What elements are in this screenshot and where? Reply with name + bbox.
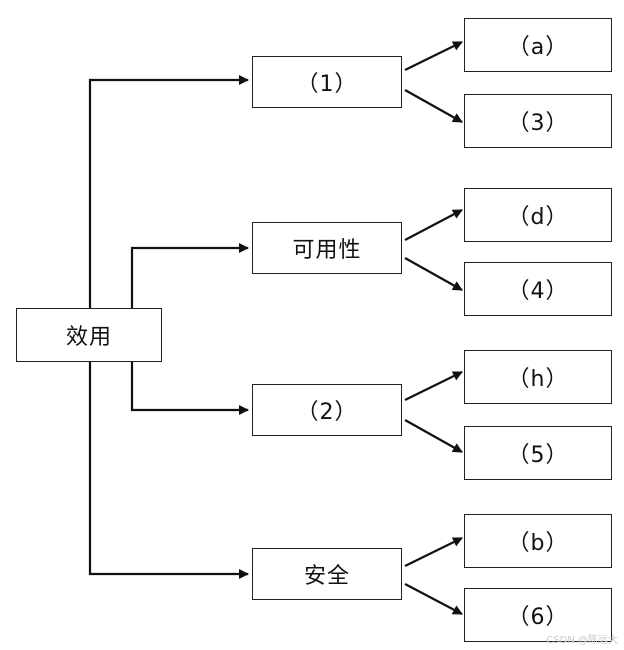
leaf-node-b: （b） (464, 514, 612, 568)
branch-node-2: 可用性 (252, 222, 402, 274)
arrow-branch-2-to-leaf-4 (404, 257, 463, 291)
branch-label: 可用性 (292, 238, 362, 263)
arrow-branch-4-to-leaf-b (404, 537, 463, 567)
watermark: CSDN @陈远大 (546, 635, 618, 646)
arrow-branch-3-to-leaf-h (404, 371, 463, 401)
arrow-branch-1-to-leaf-a (404, 41, 463, 71)
leaf-label: （6） (507, 605, 569, 630)
arrow-root-to-branch-2 (130, 243, 249, 308)
branch-label: （1） (296, 72, 358, 97)
leaf-node-5: （5） (464, 426, 612, 480)
branch-node-4: 安全 (252, 548, 402, 600)
leaf-node-h: （h） (464, 350, 612, 404)
leaf-label: （5） (507, 443, 569, 468)
leaf-node-3: （3） (464, 94, 612, 148)
leaf-label: （h） (507, 367, 569, 392)
arrow-root-to-branch-4 (88, 362, 249, 579)
leaf-node-6: （6） (464, 588, 612, 642)
leaf-label: （a） (507, 35, 569, 60)
leaf-label: （b） (507, 531, 569, 556)
leaf-label: （3） (507, 111, 569, 136)
leaf-node-4: （4） (464, 262, 612, 316)
root-label: 效用 (65, 325, 112, 350)
branch-node-3: （2） (252, 384, 402, 436)
root-node: 效用 (16, 308, 162, 362)
arrow-branch-1-to-leaf-3 (404, 89, 463, 123)
arrow-branch-2-to-leaf-d (404, 209, 463, 241)
arrow-branch-3-to-leaf-5 (404, 419, 463, 453)
arrow-root-to-branch-1 (88, 75, 249, 308)
leaf-label: （4） (507, 279, 569, 304)
leaf-node-a: （a） (464, 18, 612, 72)
branch-label: （2） (296, 400, 358, 425)
leaf-node-d: （d） (464, 188, 612, 242)
arrow-root-to-branch-3 (130, 362, 249, 415)
arrow-branch-4-to-leaf-6 (404, 583, 463, 615)
branch-node-1: （1） (252, 56, 402, 108)
branch-label: 安全 (303, 564, 350, 589)
leaf-label: （d） (507, 205, 569, 230)
